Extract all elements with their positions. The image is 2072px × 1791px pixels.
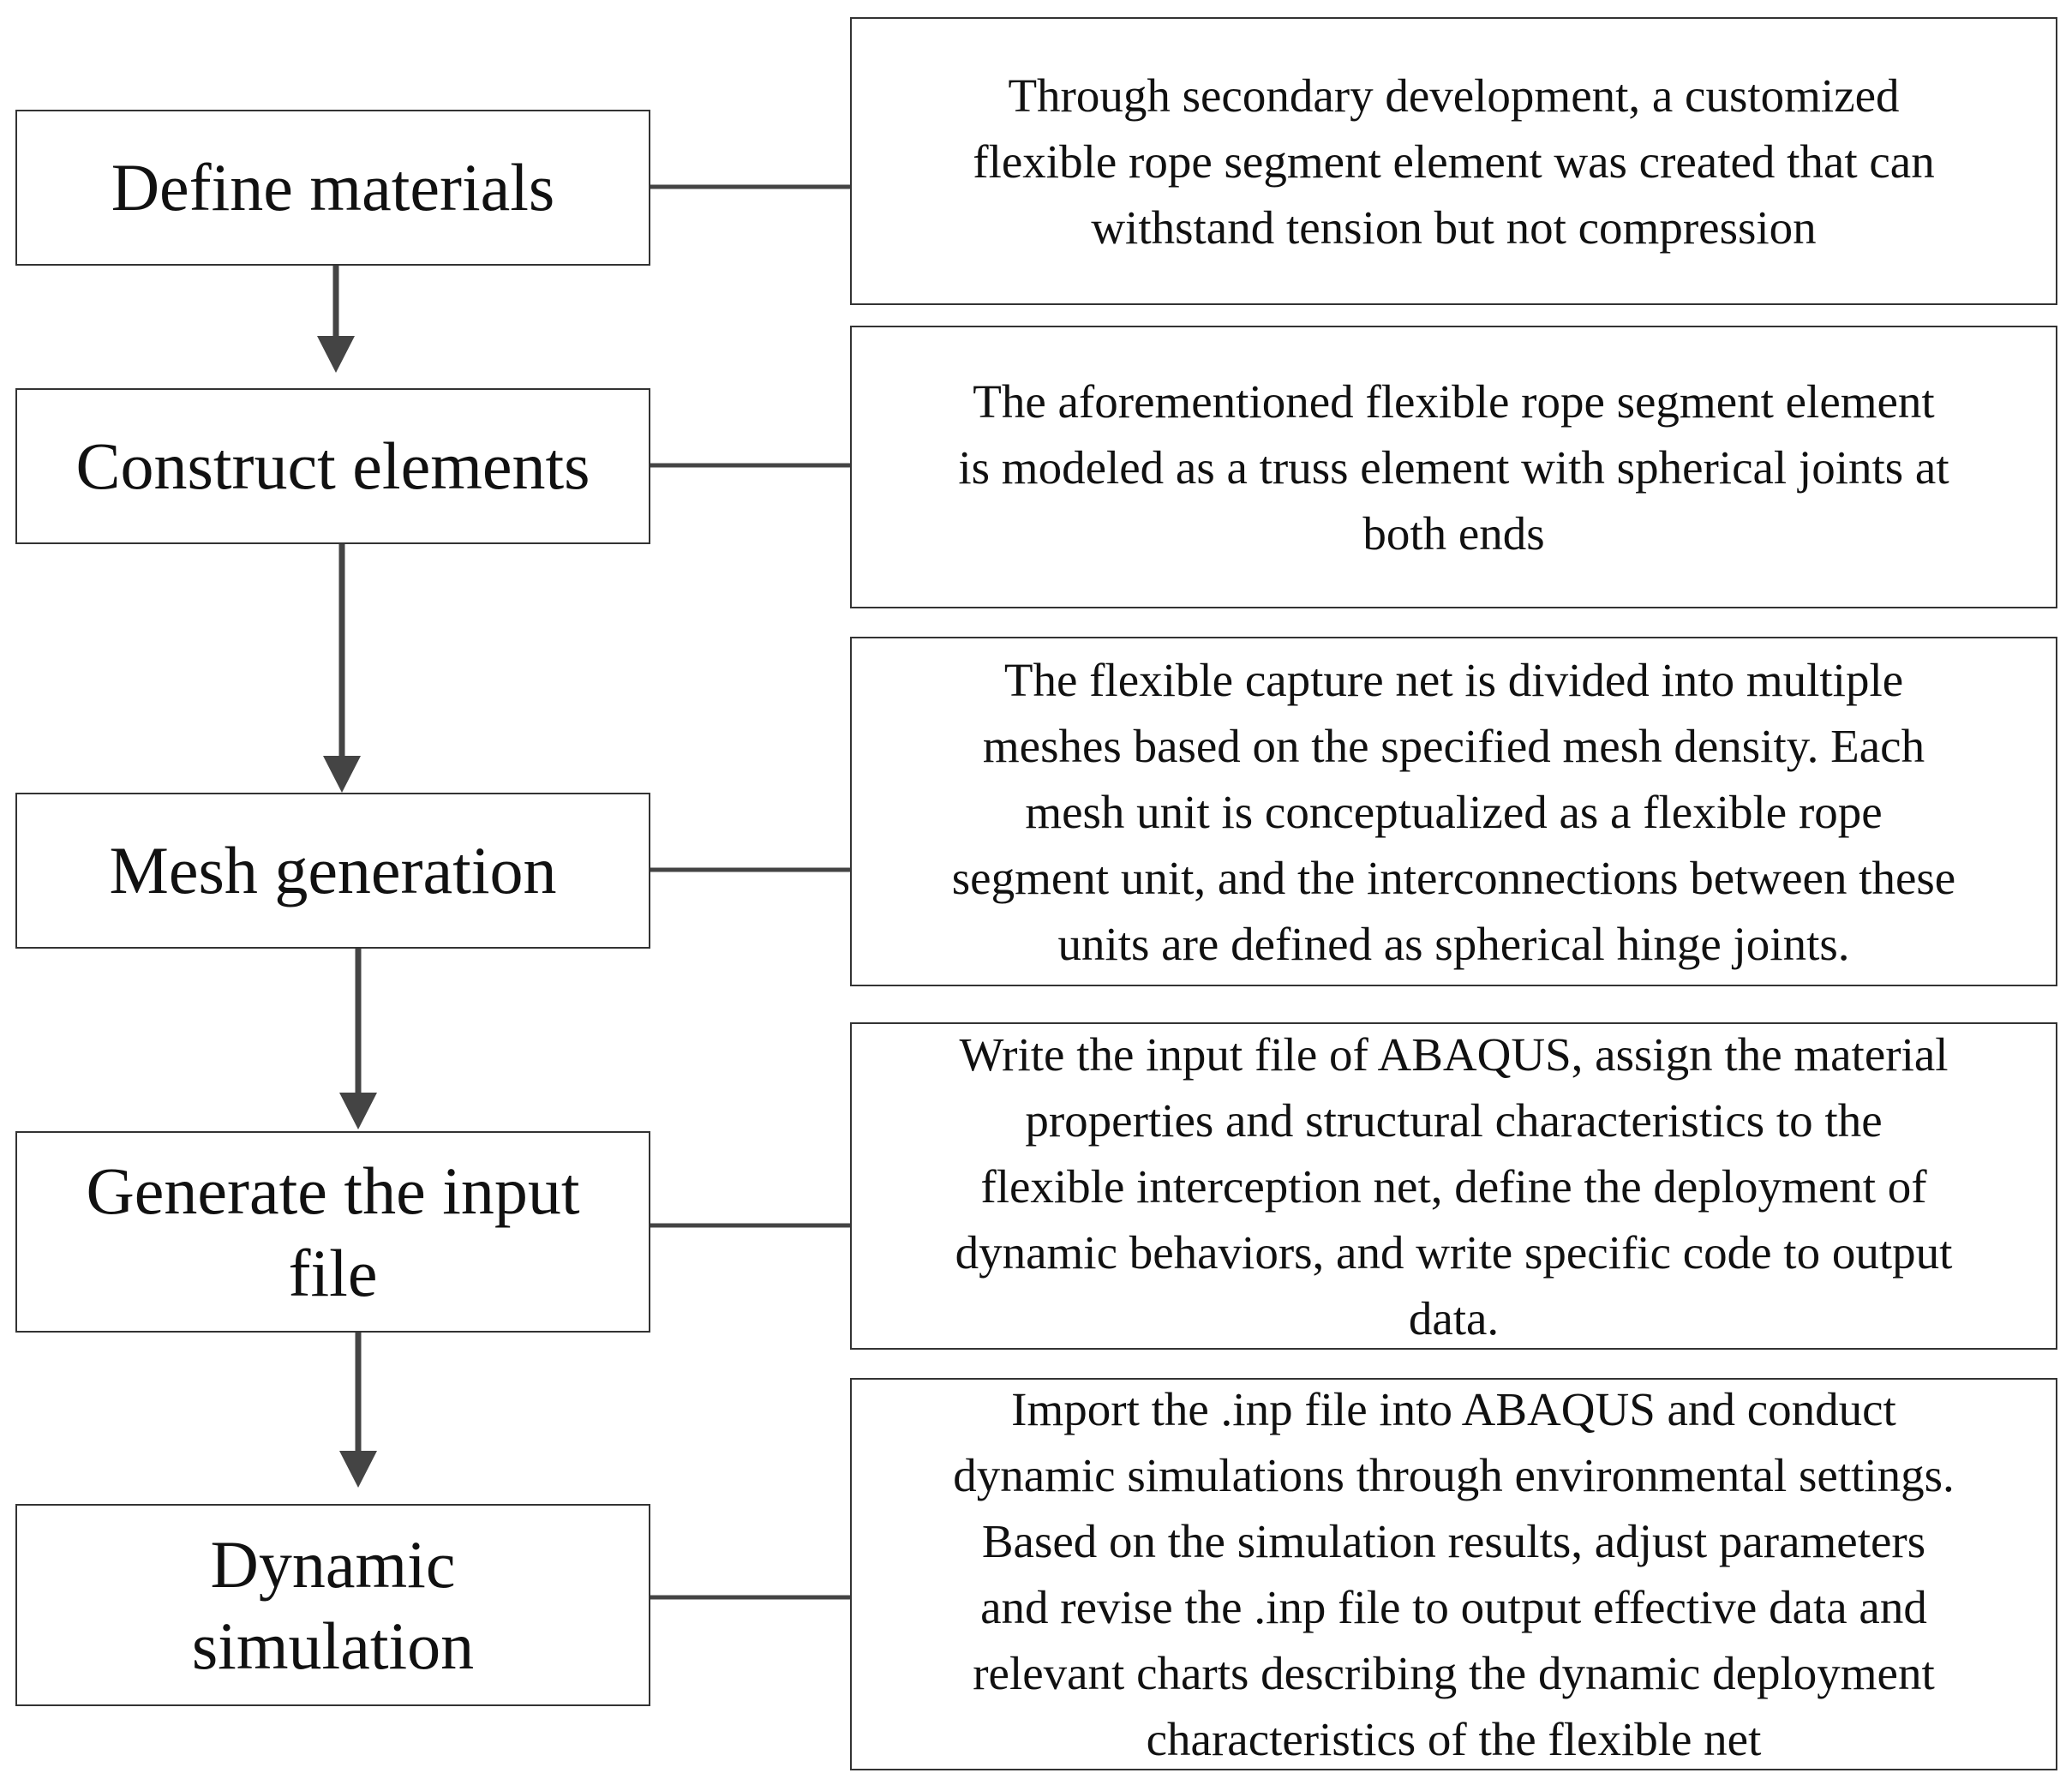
description-construct-elements-text: The aforementioned flexible rope segment… <box>958 374 1949 560</box>
step-define-materials-label: Define materials <box>111 150 555 225</box>
step-define-materials: Define materials <box>15 110 650 266</box>
step-mesh-generation: Mesh generation <box>15 793 650 949</box>
description-generate-input-file-text: Write the input file of ABAQUS, assign t… <box>955 1027 1953 1345</box>
step-construct-elements-label: Construct elements <box>75 428 590 504</box>
step-dynamic-simulation: Dynamic simulation <box>15 1504 650 1706</box>
arrow-construct-to-mesh <box>323 544 361 793</box>
description-define-materials-text: Through secondary development, a customi… <box>973 69 1935 254</box>
description-dynamic-simulation: Import the .inp file into ABAQUS and con… <box>850 1378 2057 1770</box>
arrow-input-to-simulation <box>339 1333 377 1488</box>
description-generate-input-file: Write the input file of ABAQUS, assign t… <box>850 1022 2057 1350</box>
step-construct-elements: Construct elements <box>15 388 650 544</box>
description-mesh-generation: The flexible capture net is divided into… <box>850 637 2057 986</box>
description-define-materials: Through secondary development, a customi… <box>850 17 2057 305</box>
step-generate-input-file-label: Generate the input file <box>86 1153 580 1310</box>
arrow-mesh-to-input <box>339 947 377 1129</box>
arrow-define-to-construct <box>317 266 355 373</box>
description-mesh-generation-text: The flexible capture net is divided into… <box>951 653 1956 970</box>
step-mesh-generation-label: Mesh generation <box>109 833 557 908</box>
step-dynamic-simulation-label: Dynamic simulation <box>191 1526 475 1683</box>
step-generate-input-file: Generate the input file <box>15 1131 650 1333</box>
description-dynamic-simulation-text: Import the .inp file into ABAQUS and con… <box>953 1383 1955 1765</box>
description-construct-elements: The aforementioned flexible rope segment… <box>850 326 2057 608</box>
